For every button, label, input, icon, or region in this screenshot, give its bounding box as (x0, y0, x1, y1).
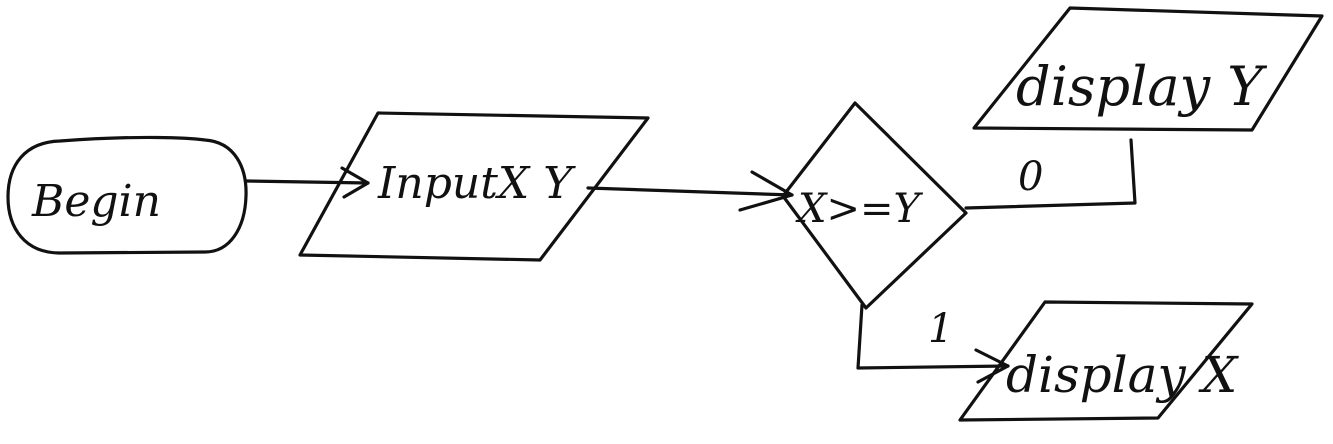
display-x-label: display X (1006, 346, 1240, 404)
false-branch-label: 0 (1018, 154, 1043, 200)
display-x-io-shape (958, 300, 1254, 422)
decision-diamond-shape (781, 101, 968, 310)
begin-node: Begin (6, 135, 248, 255)
arrow-input-to-decision (586, 170, 794, 212)
decision-label: X>=Y (795, 186, 924, 232)
edge-true-to-display-x: 1 (856, 303, 1010, 384)
begin-label: Begin (31, 176, 161, 227)
edge-false-to-display-y: 0 (964, 138, 1137, 210)
display-x-node: display X (958, 300, 1254, 422)
input-node: InputX Y (298, 111, 650, 262)
decision-node: X>=Y (781, 101, 968, 310)
true-branch-label: 1 (928, 306, 953, 352)
display-y-label: display Y (1016, 55, 1267, 118)
arrow-begin-to-input (244, 166, 370, 199)
display-y-io-shape (972, 6, 1324, 132)
input-label: InputX Y (377, 158, 576, 209)
input-io-shape (298, 111, 650, 262)
display-y-node: display Y (972, 6, 1324, 132)
begin-terminal-shape (6, 135, 248, 255)
